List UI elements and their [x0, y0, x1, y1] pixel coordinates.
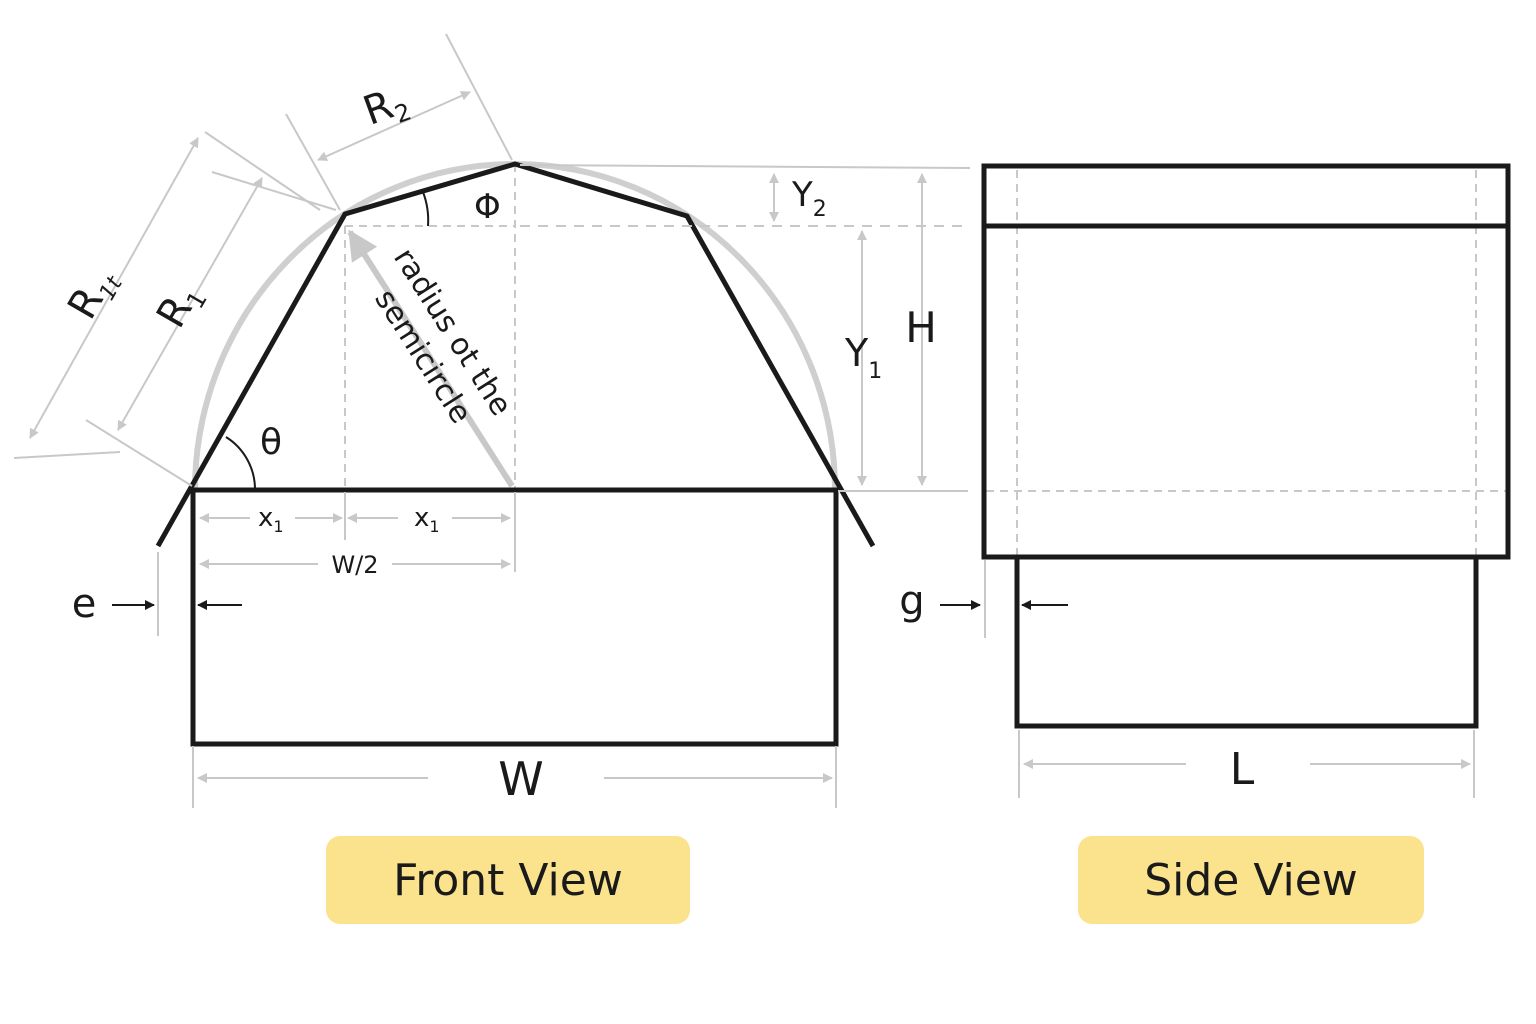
width-label: W [498, 752, 543, 806]
h-label: H [905, 303, 937, 352]
radius-line [347, 229, 515, 488]
half-width-dimension [199, 492, 516, 572]
r1-label: R1 [148, 275, 213, 337]
front-view: radius ot the semicircle θ Φ R1t R1 [13, 33, 876, 808]
side-hidden-lines [986, 170, 1507, 555]
front-base-body [190, 487, 839, 747]
phi-arc [422, 191, 430, 227]
x1-label-right: x1 [414, 503, 440, 536]
y1-label: Y1 [844, 331, 882, 384]
side-view-button[interactable]: Side View [1078, 836, 1424, 924]
front-view-button[interactable]: Front View [326, 836, 690, 924]
construction-lines [344, 164, 516, 490]
side-base-body [1014, 554, 1479, 729]
r1-dimension [85, 171, 337, 487]
y2-label: Y2 [791, 175, 827, 222]
r2-dimension [285, 33, 513, 211]
x1-label-left: x1 [258, 503, 284, 536]
x1-dimensions [199, 492, 511, 540]
g-dimension [940, 560, 1068, 638]
e-dimension [112, 552, 242, 808]
length-label: L [1230, 744, 1255, 795]
e-label: e [72, 581, 97, 627]
theta-label: θ [260, 422, 282, 463]
phi-label: Φ [474, 187, 501, 227]
g-label: g [899, 578, 924, 624]
half-width-label: W/2 [331, 551, 378, 579]
theta-arc [225, 436, 257, 491]
r2-label: R2 [357, 77, 415, 139]
length-dimension [1018, 730, 1475, 798]
width-dimension [197, 746, 837, 808]
roof-outline [155, 161, 876, 548]
side-view: g L [899, 163, 1511, 798]
height-dimensions: Y2 Y1 H [519, 164, 971, 492]
r1t-label: R1t [59, 259, 128, 329]
